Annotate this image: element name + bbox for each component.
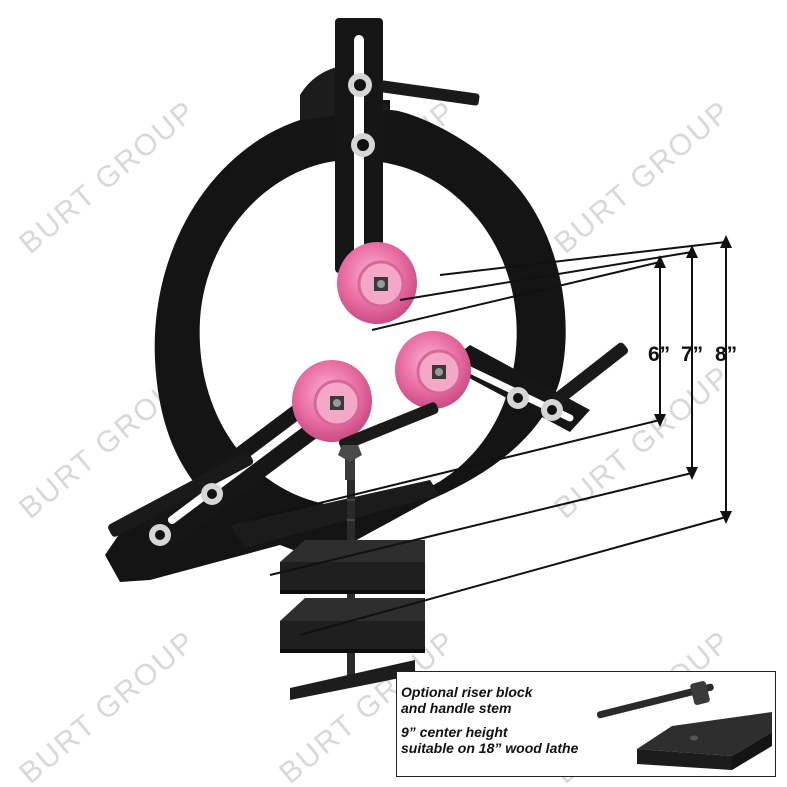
bolt-head bbox=[513, 393, 523, 403]
handle-stem bbox=[596, 681, 714, 719]
dimension-label-6: 6” bbox=[648, 343, 671, 366]
wheel-left bbox=[292, 360, 372, 442]
optional-accessory-inset: Optional riser block and handle stem 9” … bbox=[396, 671, 776, 777]
guide-bottom-7 bbox=[269, 472, 693, 576]
clamp-hex bbox=[338, 445, 362, 462]
clamp-stem bbox=[345, 450, 355, 480]
bolt-head bbox=[155, 530, 165, 540]
inset-line-2: and handle stem bbox=[401, 700, 512, 716]
top-arm bbox=[335, 18, 480, 273]
left-handle bbox=[108, 452, 254, 537]
wheel-right bbox=[395, 331, 471, 409]
right-handle bbox=[552, 342, 629, 406]
inset-line-4: suitable on 18” wood lathe bbox=[401, 740, 579, 756]
riser-accessory-illustration bbox=[596, 681, 772, 770]
watermark-text: BURT GROUP bbox=[13, 94, 202, 260]
guide-bottom-6 bbox=[249, 419, 661, 521]
riser-block-accessory bbox=[637, 712, 772, 770]
right-arm bbox=[445, 342, 629, 432]
dimension-label-7: 7” bbox=[681, 343, 704, 366]
base-plate bbox=[230, 480, 440, 548]
top-handle bbox=[379, 80, 480, 106]
guide-top-6 bbox=[371, 261, 661, 331]
dimension-lines bbox=[249, 241, 727, 636]
riser-block-2 bbox=[280, 598, 425, 653]
inset-line-1: Optional riser block bbox=[401, 684, 533, 700]
dimension-label-8: 8” bbox=[715, 343, 738, 366]
bottom-base-plate bbox=[290, 660, 415, 700]
bolt-head bbox=[207, 489, 217, 499]
left-arm bbox=[108, 400, 330, 548]
bolt-head bbox=[547, 405, 557, 415]
clamp-lever bbox=[338, 402, 439, 480]
bolt-head bbox=[354, 79, 366, 91]
watermark-text: BURT GROUP bbox=[548, 94, 737, 260]
clamp-handle bbox=[338, 402, 439, 451]
guide-top-8 bbox=[439, 241, 727, 276]
bolt-head bbox=[357, 139, 369, 151]
guide-bottom-8 bbox=[299, 516, 727, 636]
guide-top-7 bbox=[399, 251, 693, 301]
inset-line-3: 9” center height bbox=[401, 724, 508, 740]
wheel-top bbox=[337, 242, 417, 324]
dimension-arrowheads bbox=[654, 235, 732, 524]
watermark-text: BURT GROUP bbox=[13, 624, 202, 787]
